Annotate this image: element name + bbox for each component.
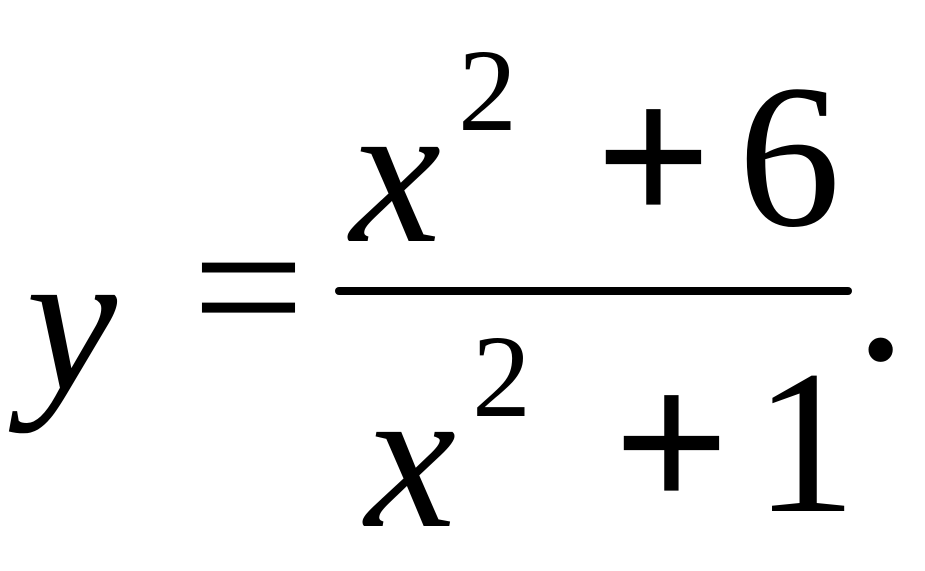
denominator-operator: +	[613, 329, 730, 556]
denominator: x 2 + 1	[365, 311, 857, 561]
math-formula: y = x 2 + 6 x 2 + 1 .	[26, 25, 907, 561]
formula-period: .	[855, 177, 907, 404]
denominator-constant: 1	[754, 329, 857, 556]
numerator-exponent: 2	[458, 25, 517, 156]
equals-sign: =	[192, 177, 305, 398]
denominator-variable: x	[365, 344, 456, 571]
lhs-variable: y	[26, 207, 117, 434]
numerator-operator: +	[595, 43, 712, 270]
numerator-variable: x	[350, 59, 441, 286]
fraction-bar	[335, 287, 852, 295]
denominator-exponent: 2	[472, 311, 531, 442]
numerator-constant: 6	[738, 43, 841, 270]
numerator: x 2 + 6	[350, 25, 841, 286]
